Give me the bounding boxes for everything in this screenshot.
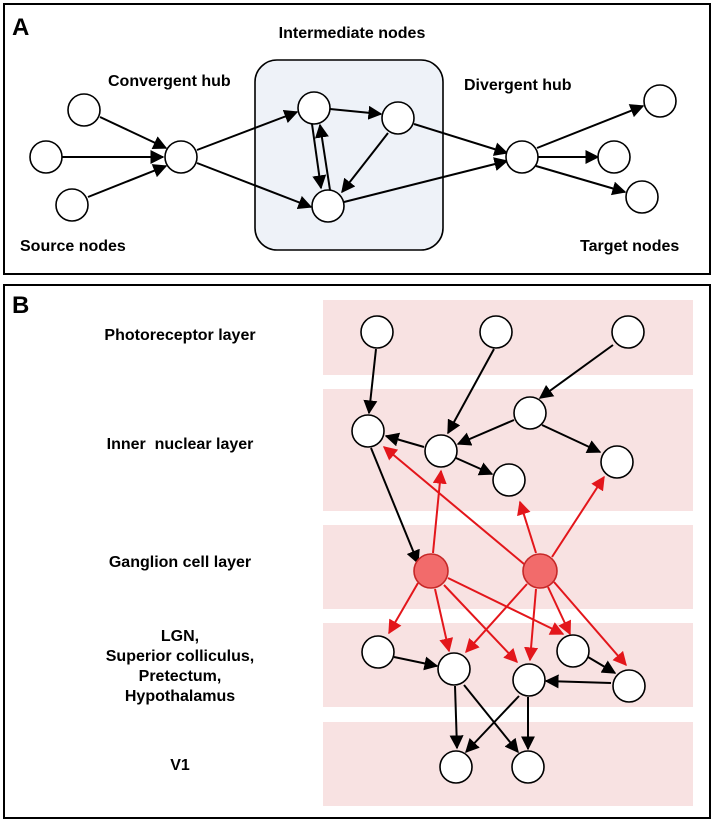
edge-b-p1-n1 bbox=[363, 348, 378, 415]
edge-b-g2-l2 bbox=[465, 583, 528, 654]
intermediate-box bbox=[254, 59, 444, 251]
label-photoreceptor-layer: Photoreceptor layer bbox=[104, 327, 255, 344]
node-intermediate-1 bbox=[297, 91, 331, 125]
node-inner-1 bbox=[351, 414, 385, 448]
node-photoreceptor-2 bbox=[479, 315, 513, 349]
edge-b-p2-n2 bbox=[447, 348, 495, 435]
node-target-2 bbox=[597, 140, 631, 174]
node-source-2 bbox=[29, 140, 63, 174]
edge-a-s3-conv bbox=[87, 164, 168, 198]
edge-b-g2-n4 bbox=[517, 500, 537, 554]
edge-b-l4-l5 bbox=[587, 656, 617, 674]
edge-b-l1-l2 bbox=[393, 656, 439, 671]
edge-b-g1-l2 bbox=[434, 588, 454, 653]
label-divergent-hub: Divergent hub bbox=[464, 77, 572, 94]
node-ganglion-2 bbox=[522, 553, 558, 589]
panel-a-letter: A bbox=[12, 14, 30, 41]
edge-b-l3-v1 bbox=[465, 695, 520, 754]
label-v1: V1 bbox=[170, 757, 190, 774]
node-lgn-4 bbox=[556, 634, 590, 668]
node-source-1 bbox=[67, 93, 101, 127]
node-intermediate-2 bbox=[381, 101, 415, 135]
label-source-nodes: Source nodes bbox=[20, 238, 126, 255]
node-lgn-1 bbox=[361, 635, 395, 669]
node-lgn-5 bbox=[612, 669, 646, 703]
edge-b-l5-l3 bbox=[544, 674, 612, 689]
node-target-3 bbox=[625, 180, 659, 214]
node-convergent-hub bbox=[164, 140, 198, 174]
label-pretectum: Pretectum, bbox=[139, 668, 222, 685]
label-ganglion-cell-layer: Ganglion cell layer bbox=[109, 554, 251, 571]
node-ganglion-1 bbox=[413, 553, 449, 589]
edge-b-g2-l5 bbox=[553, 581, 627, 667]
label-target-nodes: Target nodes bbox=[580, 238, 679, 255]
node-photoreceptor-3 bbox=[611, 315, 645, 349]
node-v1-2 bbox=[511, 750, 545, 784]
node-inner-4 bbox=[492, 463, 526, 497]
edge-b-p3-n3 bbox=[538, 344, 614, 399]
edge-b-g2-l3 bbox=[524, 588, 539, 662]
label-convergent-hub: Convergent hub bbox=[108, 73, 231, 90]
edge-a-i3-div bbox=[343, 157, 509, 203]
node-v1-1 bbox=[439, 750, 473, 784]
node-inner-5 bbox=[600, 445, 634, 479]
label-intermediate: Intermediate nodes bbox=[279, 25, 426, 42]
edge-a-i2-i3 bbox=[341, 132, 389, 194]
edge-a-div-t1 bbox=[536, 104, 645, 149]
edge-a-i1-i2 bbox=[329, 105, 383, 120]
edge-a-i3-i1 bbox=[314, 123, 331, 191]
node-inner-2 bbox=[424, 434, 458, 468]
node-divergent-hub bbox=[505, 140, 539, 174]
node-intermediate-3 bbox=[311, 189, 345, 223]
label-superior-colliculus: Superior colliculus, bbox=[106, 648, 254, 665]
edge-b-n1-g1 bbox=[370, 447, 420, 565]
edge-b-l2-v1 bbox=[449, 685, 464, 750]
edge-b-g1-n2 bbox=[432, 469, 447, 554]
edge-a-s1-conv bbox=[99, 116, 168, 149]
edge-b-l2-v2 bbox=[463, 684, 519, 754]
edge-b-g2-n5 bbox=[551, 475, 605, 558]
band-ganglion bbox=[323, 525, 693, 609]
edge-a-i1-i3 bbox=[311, 123, 327, 190]
edge-b-n2-n1 bbox=[384, 432, 425, 448]
panel-b-letter: B bbox=[12, 292, 30, 319]
edge-b-n2-n4 bbox=[455, 457, 494, 476]
edge-a-conv-i1 bbox=[196, 109, 299, 151]
node-inner-3 bbox=[513, 396, 547, 430]
node-lgn-2 bbox=[437, 652, 471, 686]
edge-a-div-t3 bbox=[535, 165, 627, 196]
edge-b-g1-l1 bbox=[388, 582, 419, 635]
node-lgn-3 bbox=[512, 663, 546, 697]
edge-a-conv-i3 bbox=[196, 162, 313, 209]
edge-b-g1-l3 bbox=[443, 584, 518, 664]
edge-b-n3-n5 bbox=[541, 424, 602, 454]
edge-b-g2-n1 bbox=[382, 446, 525, 565]
label-lgn: LGN, bbox=[161, 628, 199, 645]
edge-a-i2-div bbox=[413, 123, 509, 156]
node-photoreceptor-1 bbox=[360, 315, 394, 349]
edge-b-g2-l4 bbox=[547, 586, 571, 636]
edge-b-n3-n2 bbox=[456, 419, 515, 446]
label-hypothalamus: Hypothalamus bbox=[125, 688, 235, 705]
node-target-1 bbox=[643, 84, 677, 118]
node-source-3 bbox=[55, 188, 89, 222]
label-inner-nuclear-layer: Inner nuclear layer bbox=[107, 436, 254, 453]
edge-b-g1-l4 bbox=[447, 577, 565, 635]
band-v1 bbox=[323, 722, 693, 806]
